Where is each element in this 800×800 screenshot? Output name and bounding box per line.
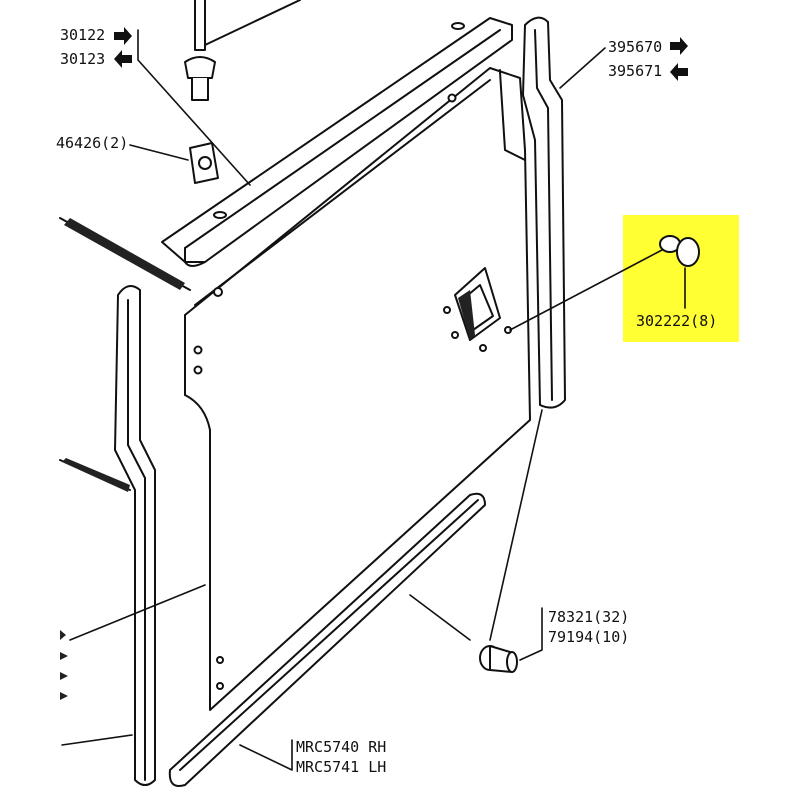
clip-part: [189, 142, 219, 184]
edge-marks: [60, 630, 68, 700]
arrow-right-icon: [670, 37, 688, 55]
callout-stud-a: 78321(32): [548, 608, 629, 626]
callout-strip-rh: MRC5740 RH: [296, 738, 386, 756]
body-background-edges: [59, 0, 301, 492]
door-panel: [184, 67, 531, 711]
arrow-right-icon: [114, 27, 132, 45]
callout-bolt-rh: 30122: [60, 26, 105, 44]
fastener-part: [659, 235, 700, 267]
leader-lines: [61, 29, 686, 771]
vertical-seal-left: [114, 285, 156, 786]
callout-seal-lh: 395671: [608, 62, 662, 80]
bottom-strip: [168, 492, 486, 787]
callout-bolt-lh: 30123: [60, 50, 105, 68]
callout-seal-rh: 395670: [608, 38, 662, 56]
arrow-left-icon: [670, 63, 688, 81]
highlight-box: [623, 215, 739, 342]
top-rail: [161, 17, 513, 291]
bolt-part: [184, 0, 216, 101]
callout-strip-lh: MRC5741 LH: [296, 758, 386, 776]
arrow-left-icon: [114, 50, 132, 68]
callout-stud-b: 79194(10): [548, 628, 629, 646]
callout-clip: 46426(2): [56, 134, 128, 152]
callout-fastener: 302222(8): [636, 312, 717, 330]
vertical-seal-right: [522, 16, 566, 409]
stud-part: [479, 645, 518, 673]
